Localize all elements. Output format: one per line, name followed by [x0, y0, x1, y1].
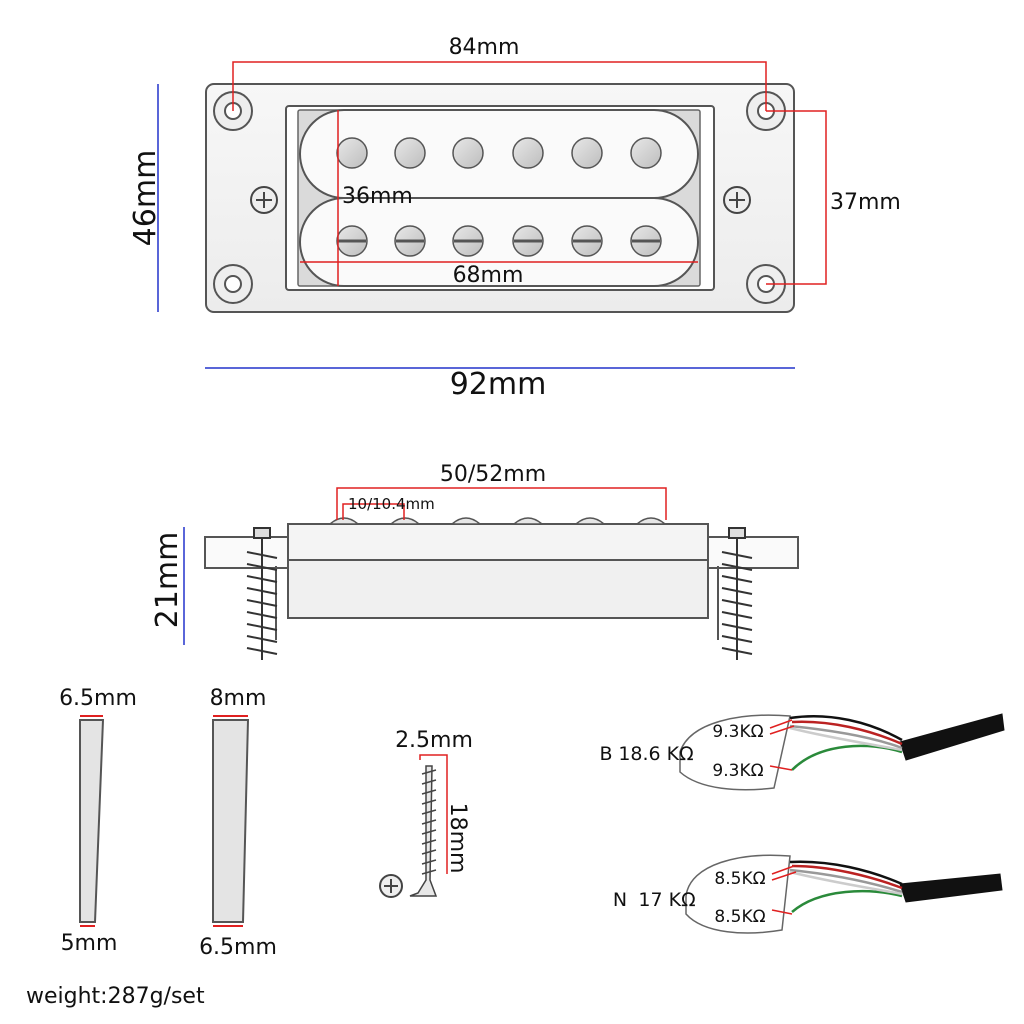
phillips-screw-icon	[379, 874, 403, 898]
neck-tag: N	[613, 889, 627, 911]
side-cover	[287, 523, 709, 561]
dim-84mm: 84mm	[449, 35, 520, 60]
phillips-screw-icon	[723, 186, 751, 214]
dimension-lines-red	[232, 61, 827, 286]
slotted-screw	[571, 225, 603, 257]
bridge-tag: B	[599, 743, 612, 765]
dim-92mm: 92mm	[450, 367, 547, 402]
wiring-neck: N 17 KΩ 8.5KΩ 8.5KΩ	[613, 854, 1003, 934]
side-dimension-lines	[336, 487, 667, 520]
screw-diameter: 2.5mm	[395, 728, 473, 753]
pole-piece	[452, 137, 484, 169]
bridge-total: 18.6 KΩ	[618, 743, 693, 765]
dim-68mm: 68mm	[453, 263, 524, 288]
dim-50-52mm: 50/52mm	[440, 462, 546, 487]
upper-pole-row	[336, 137, 662, 169]
mounting-screw: 2.5mm 18mm	[379, 728, 473, 898]
pole-piece	[571, 137, 603, 169]
pole-piece	[512, 137, 544, 169]
dim-10-10-4mm: 10/10.4mm	[348, 495, 435, 513]
dimension-lines-blue	[157, 84, 795, 369]
spacer-2: 8mm 6.5mm	[199, 686, 277, 960]
spacer-1: 6.5mm 5mm	[59, 686, 137, 956]
spacer-1-bottom: 5mm	[61, 931, 118, 956]
bridge-coil-2: 9.3KΩ	[712, 761, 763, 781]
lower-screw-row	[336, 225, 662, 257]
weight-label: weight:287g/set	[26, 984, 205, 1009]
spacer-2-bottom: 6.5mm	[199, 935, 277, 960]
spacer-2-top: 8mm	[210, 686, 267, 711]
lower-bobbin	[299, 197, 699, 287]
screw-length: 18mm	[445, 803, 470, 874]
dim-37mm: 37mm	[830, 190, 901, 215]
side-view-diagram: 50/52mm 10/10.4mm 21mm	[150, 462, 799, 660]
slotted-screw	[336, 225, 368, 257]
spring-right	[721, 527, 753, 660]
pole-piece	[630, 137, 662, 169]
wiring-bridge: B 18.6 KΩ 9.3KΩ 9.3KΩ	[599, 713, 1005, 791]
spring-left	[246, 527, 278, 660]
slotted-screw	[394, 225, 426, 257]
neck-total: 17 KΩ	[638, 889, 695, 911]
side-poles	[327, 517, 668, 525]
bridge-coil-1: 9.3KΩ	[712, 722, 763, 742]
dim-21mm: 21mm	[150, 532, 185, 629]
neck-coil-2: 8.5KΩ	[714, 907, 765, 927]
side-base	[287, 559, 709, 619]
pole-piece	[336, 137, 368, 169]
top-view-diagram: 84mm 37mm 36mm 68mm 46mm 92mm	[128, 35, 901, 402]
phillips-screw-icon	[250, 186, 278, 214]
dim-46mm: 46mm	[128, 150, 163, 247]
dim-36mm: 36mm	[342, 184, 413, 209]
lead-wires	[789, 715, 903, 771]
slotted-screw	[512, 225, 544, 257]
mount-hole	[213, 264, 253, 304]
slotted-screw	[630, 225, 662, 257]
lead-wires	[789, 860, 903, 913]
neck-coil-1: 8.5KΩ	[714, 869, 765, 889]
spacer-1-top: 6.5mm	[59, 686, 137, 711]
slotted-screw	[452, 225, 484, 257]
pole-piece	[394, 137, 426, 169]
